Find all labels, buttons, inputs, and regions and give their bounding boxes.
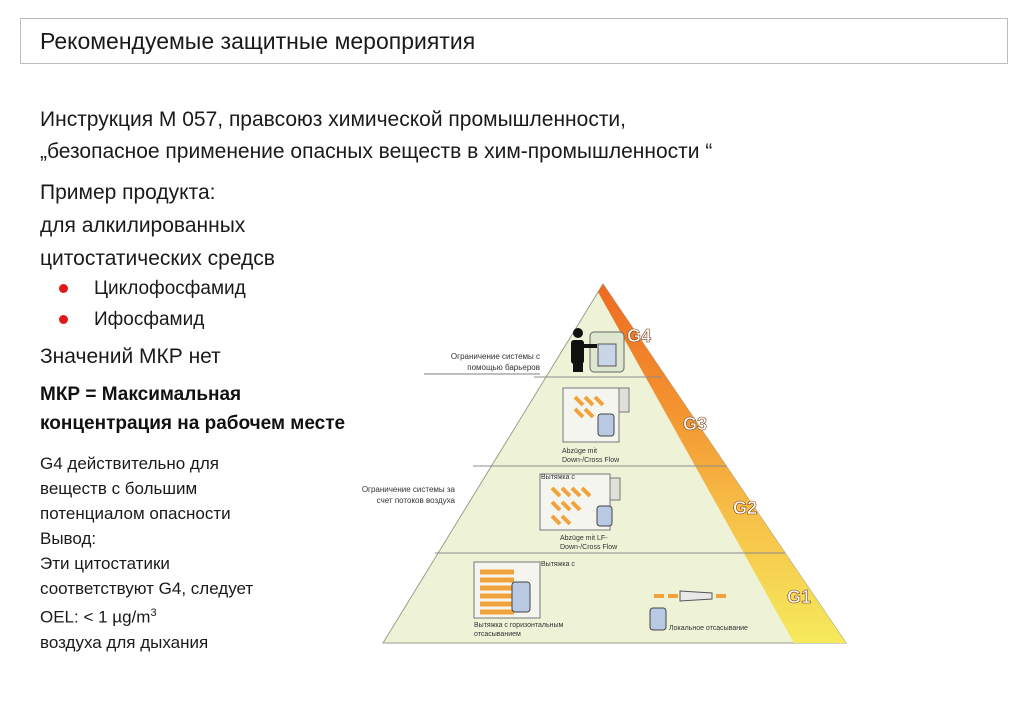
g1-caption-line-1: Вытяжка с горизонтальным xyxy=(474,622,564,629)
list-item: Циклофосфамид xyxy=(55,273,246,304)
example-line-3: цитостатических средсв xyxy=(40,247,275,270)
note-line-4: Вывод: xyxy=(40,529,97,548)
g1-caption-line-2: отсасыванием xyxy=(474,631,521,638)
g1-top-label: Вытяжка с xyxy=(541,561,575,568)
g2-caption-line-2: Down-/Cross Flow xyxy=(560,544,618,551)
glovebox-illustration xyxy=(571,328,625,373)
lf-hood-illustration xyxy=(539,473,621,531)
note-line-2: веществ с большим xyxy=(40,479,198,498)
g2-top-label: Вытяжка с xyxy=(541,474,575,481)
barrier-callout-line-1: Ограничение системы с xyxy=(451,352,540,361)
mkp-definition-line-2: концентрация на рабочем месте xyxy=(40,413,346,434)
g3-caption-line-2: Down-/Cross Flow xyxy=(562,457,620,464)
local-extraction-illustration xyxy=(649,590,726,631)
page-title: Рекомендуемые защитные мероприятия xyxy=(40,28,476,54)
note-line-8: воздуха для дыхания xyxy=(40,632,209,652)
note-line-1: G4 действительно для xyxy=(40,454,219,473)
flow-callout-line-1: Ограничение системы за xyxy=(362,485,456,494)
mkp-definition: МКР = Максимальная концентрация на рабоч… xyxy=(40,380,345,438)
bullet-icon xyxy=(59,315,68,324)
flow-callout-line-2: счет потоков воздуха xyxy=(377,496,456,505)
product-name: Циклофосфамид xyxy=(94,278,246,299)
g4-note: G4 действительно для веществ с большим п… xyxy=(40,451,253,655)
note-line-3: потенциалом опасности xyxy=(40,504,231,523)
fume-hood-illustration xyxy=(562,387,630,443)
title-box: Рекомендуемые защитные мероприятия xyxy=(20,18,1008,64)
note-line-5: Эти цитостатики xyxy=(40,554,170,573)
level-label-g4: G4 xyxy=(627,326,651,346)
level-label-g1: G1 xyxy=(787,587,811,607)
g3-caption-line-1: Abzüge mit xyxy=(562,448,597,455)
bullet-icon xyxy=(59,284,68,293)
note-line-6: соответствуют G4, следует xyxy=(40,579,254,598)
instruction-text: Инструкция М 057, правсоюз химической пр… xyxy=(40,104,712,168)
barrier-callout-line-2: помощью барьеров xyxy=(467,363,540,372)
level-label-g3: G3 xyxy=(683,414,707,434)
example-line-1: Пример продукта: xyxy=(40,181,216,204)
product-list: Циклофосфамид Ифосфамид xyxy=(55,273,246,335)
level-label-g2: G2 xyxy=(733,498,757,518)
note-line-7: OEL: < 1 µg/m3 xyxy=(40,601,253,630)
oel-value: OEL: < 1 µg/m xyxy=(40,607,151,627)
list-item: Ифосфамид xyxy=(55,304,246,335)
example-line-2: для алкилированных xyxy=(40,214,246,237)
oel-unit-exponent: 3 xyxy=(150,607,157,619)
mkp-definition-line-1: МКР = Максимальная xyxy=(40,384,242,405)
horizontal-extraction-illustration xyxy=(473,561,541,619)
mkp-none-text: Значений МКР нет xyxy=(40,345,221,368)
example-product: Пример продукта: для алкилированных цито… xyxy=(40,176,275,275)
instruction-line-1: Инструкция М 057, правсоюз химической пр… xyxy=(40,108,627,131)
instruction-line-2: „безопасное применение опасных веществ в… xyxy=(40,140,713,163)
product-name: Ифосфамид xyxy=(94,309,205,330)
g1-local-label: Локальное отсасывание xyxy=(669,625,748,632)
g2-caption-line-1: Abzüge mit LF- xyxy=(560,535,608,542)
